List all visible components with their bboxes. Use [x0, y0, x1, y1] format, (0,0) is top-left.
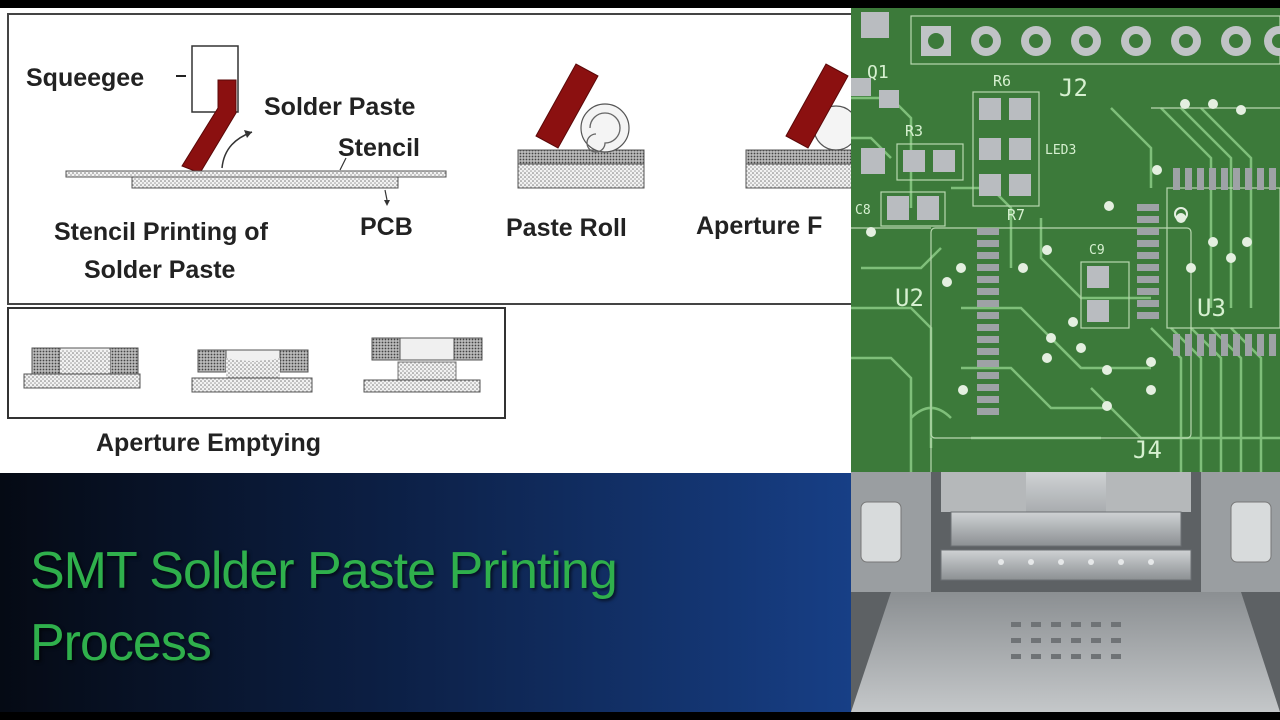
pcb-label-u3: U3	[1197, 294, 1226, 322]
pcb-label-r3: R3	[905, 122, 923, 140]
pcb-label-c9: C9	[1089, 243, 1105, 258]
label-aperture-emptying: Aperture Emptying	[96, 429, 321, 457]
squeegee-drawing	[176, 45, 253, 174]
slide-title-line-1: SMT Solder Paste Printing	[30, 542, 618, 600]
pcb-label-r7: R7	[1007, 206, 1025, 224]
stencil-plate	[851, 592, 1280, 712]
ic-pins	[977, 168, 1276, 415]
label-paste-roll: Paste Roll	[506, 214, 627, 242]
label-solder-paste: Solder Paste	[264, 93, 416, 121]
stencil-printing-diagram: Squeegee Solder Paste Stencil PCB Stenci…	[0, 8, 851, 473]
smd-pads	[851, 78, 1109, 322]
stencil-and-pcb	[65, 157, 447, 206]
label-pcb: PCB	[360, 213, 413, 241]
aperture-fill-drawing	[745, 63, 851, 189]
machine-bolts	[998, 559, 1154, 565]
machine-drawing	[851, 472, 1280, 712]
pcb-label-j2: J2	[1059, 74, 1088, 102]
pcb-label-j4: J4	[1133, 436, 1162, 464]
pcb-drawing: Q1 R6 J2 R3 LED3 C8 R7 C9 U2 U3 J4	[851, 8, 1280, 472]
pcb-label-r6: R6	[993, 72, 1011, 90]
label-stencil: Stencil	[338, 134, 420, 162]
diagram-frame-top	[7, 13, 851, 305]
diagram-drawing: Squeegee Solder Paste Stencil PCB Stenci…	[7, 13, 851, 457]
printing-machine-photo	[851, 472, 1280, 712]
slide-title-area: SMT Solder Paste Printing Process	[0, 473, 851, 712]
label-squeegee: Squeegee	[26, 64, 144, 92]
pcb-traces	[851, 96, 1280, 472]
label-stencil-printing-line2: Solder Paste	[84, 256, 236, 284]
squeegee-blade	[940, 549, 1192, 581]
aperture-step-1	[23, 347, 141, 389]
header-holes	[861, 12, 1280, 56]
pcb-board-image: Q1 R6 J2 R3 LED3 C8 R7 C9 U2 U3 J4	[851, 8, 1280, 472]
pcb-label-led3: LED3	[1045, 143, 1076, 158]
pcb-label-c8: C8	[855, 203, 871, 218]
pcb-silkscreen-outlines	[851, 15, 1280, 472]
aperture-step-2	[191, 349, 313, 393]
pcb-label-q1: Q1	[867, 62, 889, 83]
aperture-step-3	[363, 337, 483, 393]
pcb-label-u2: U2	[895, 284, 924, 312]
slide-title-line-2: Process	[30, 614, 212, 672]
stencil-apertures	[1011, 622, 1121, 659]
pcb-vias	[866, 99, 1252, 411]
label-aperture-partial: Aperture F	[696, 212, 822, 240]
label-stencil-printing-line1: Stencil Printing of	[54, 218, 269, 246]
aperture-emptying-frame	[7, 307, 506, 419]
paste-roll-drawing	[517, 63, 645, 189]
